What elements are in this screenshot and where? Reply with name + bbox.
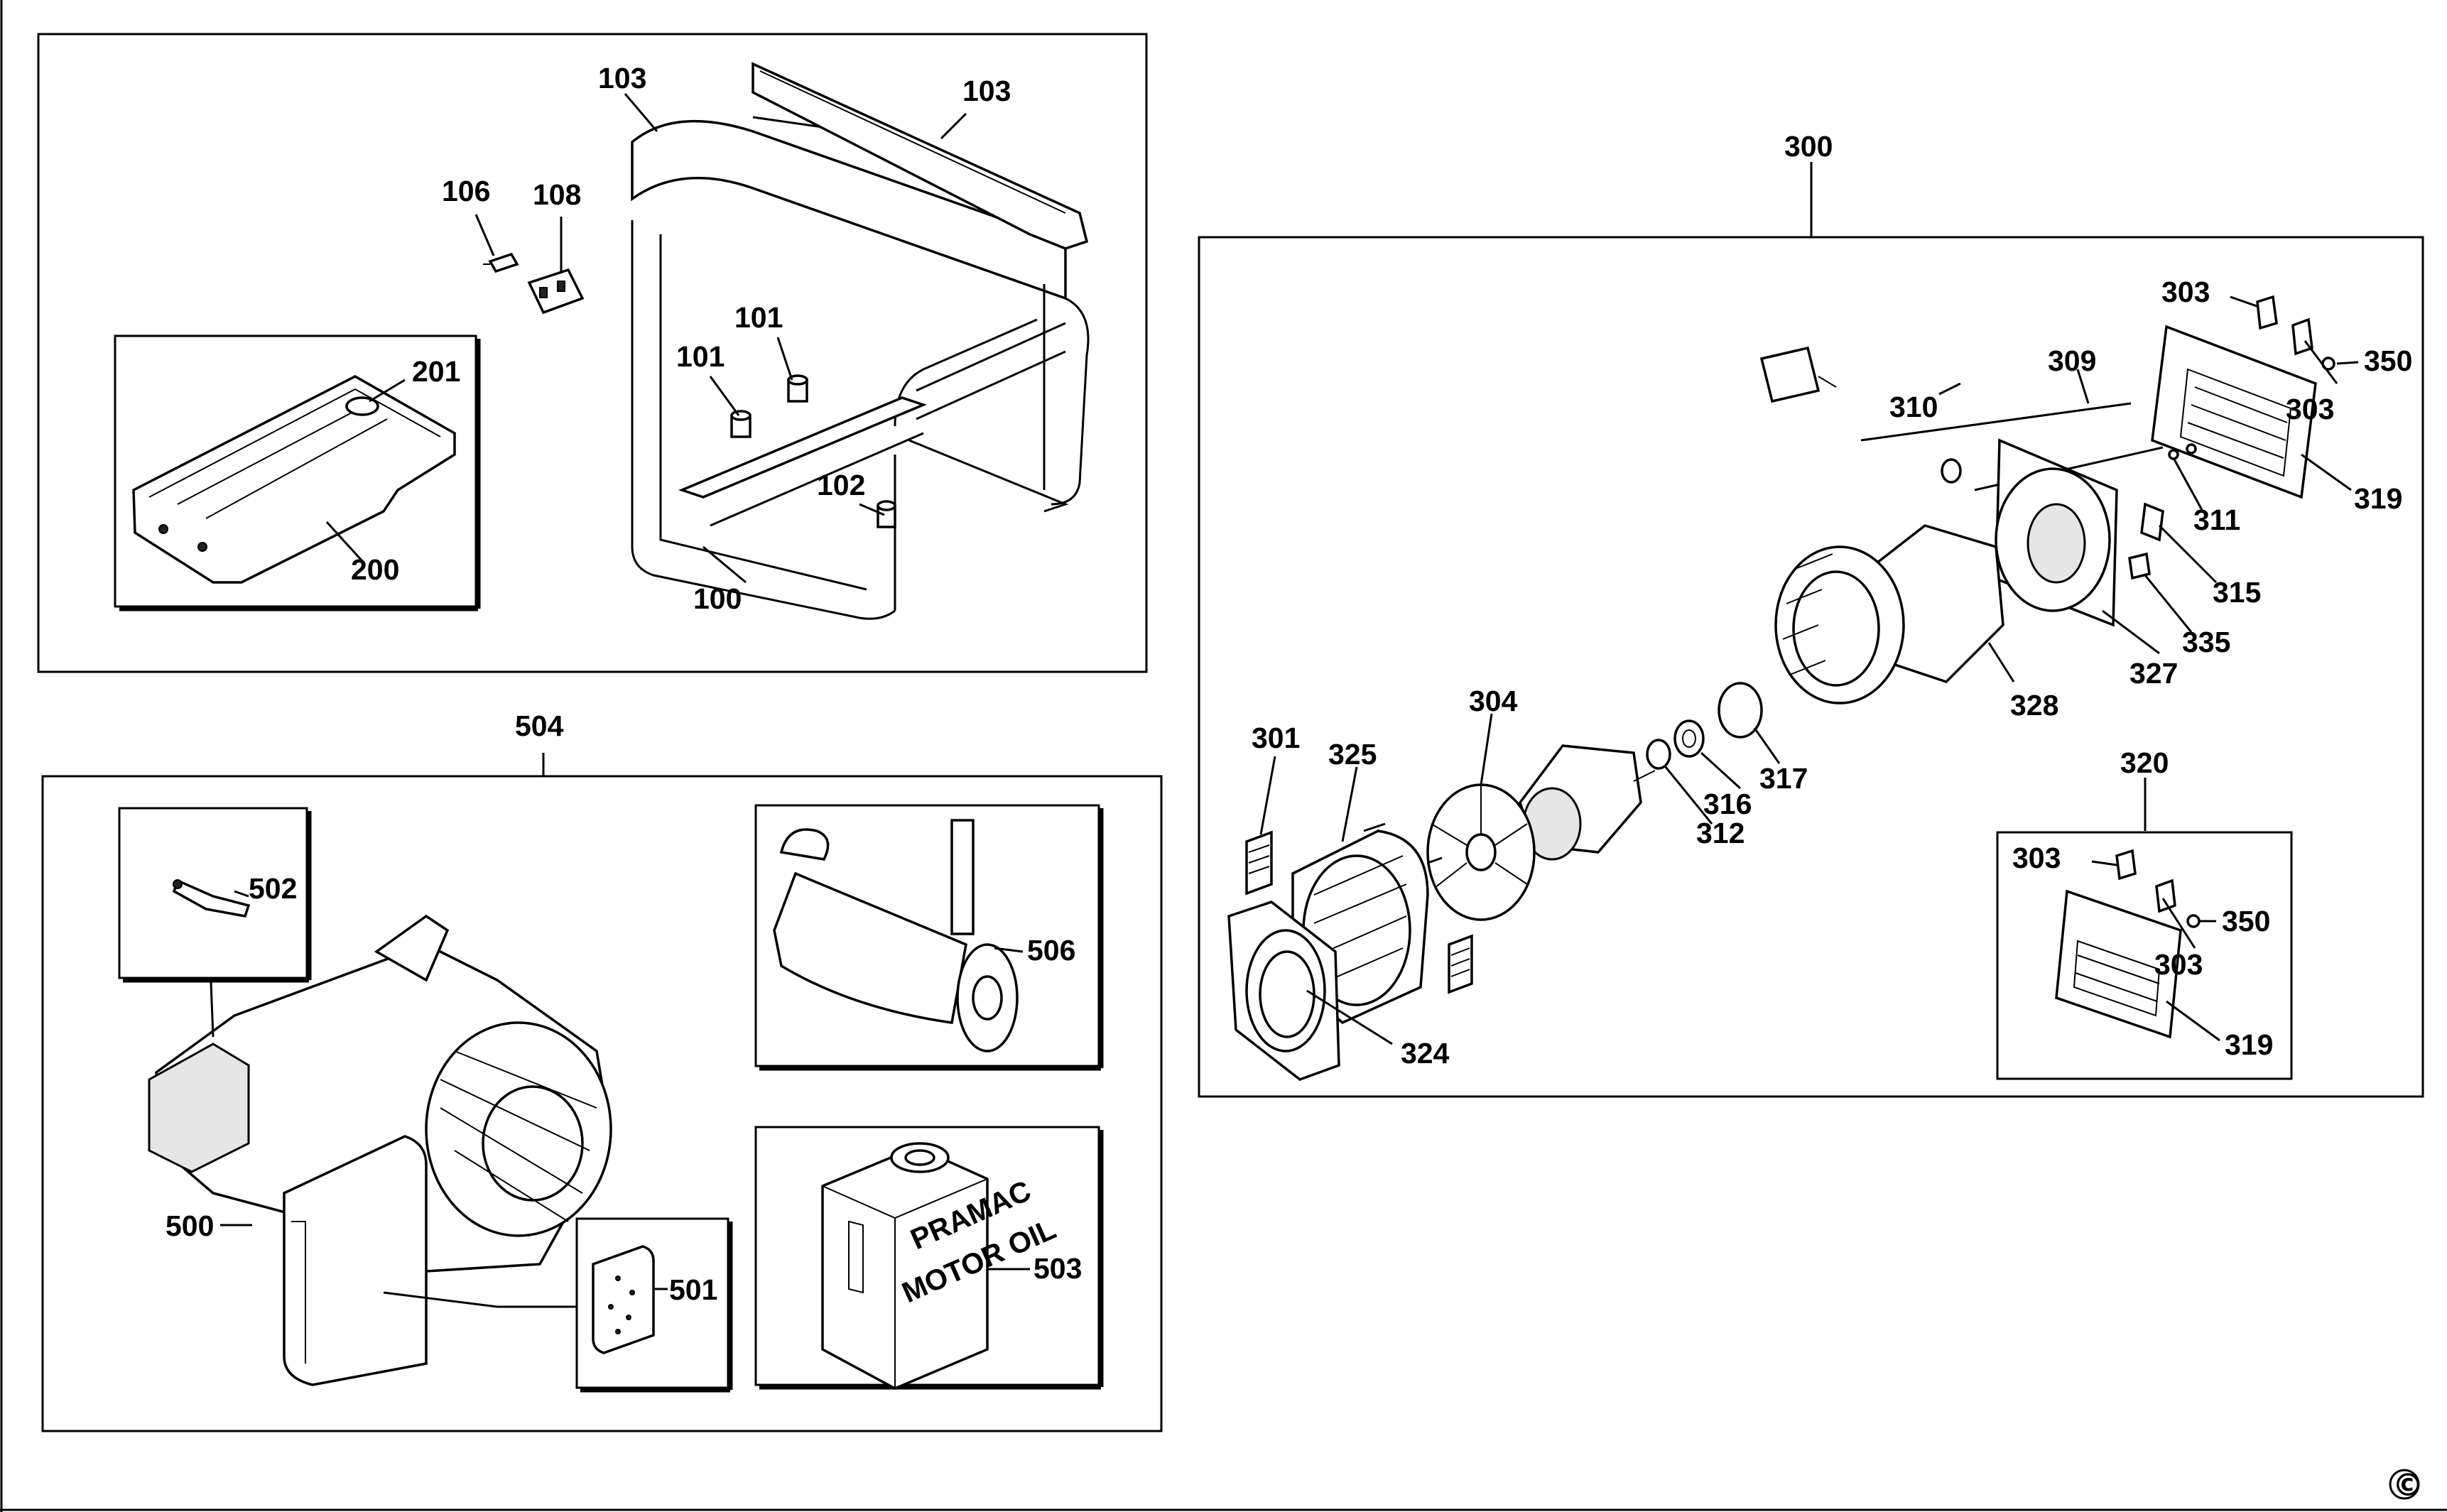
spark-plug-part [172, 879, 251, 918]
engine-group-box [41, 775, 1163, 1432]
air-filter-box [575, 1217, 733, 1393]
grille-301-b [1448, 934, 1473, 994]
label-303-c: 303 [2012, 842, 2061, 874]
label-200: 200 [351, 553, 399, 586]
label-312: 312 [1696, 817, 1745, 849]
label-500: 500 [166, 1209, 214, 1242]
mount-101-left [730, 410, 752, 438]
label-319-a: 319 [2354, 482, 2402, 515]
label-310: 310 [1889, 391, 1938, 423]
cap-part [1941, 458, 1962, 484]
spark-plug-box [118, 807, 312, 983]
clip-317 [1718, 682, 1763, 739]
muffler-part [773, 819, 1019, 1053]
label-335: 335 [2182, 626, 2230, 658]
end-bracket-327 [1995, 438, 2118, 627]
label-315: 315 [2213, 576, 2261, 609]
label-303-b: 303 [2286, 393, 2334, 425]
label-316: 316 [1703, 788, 1752, 820]
muffler-box [754, 804, 1104, 1071]
knob-303-d [2155, 879, 2176, 913]
frame-cover-part-103 [752, 62, 1089, 250]
engine-part [148, 914, 612, 1386]
label-101-a: 101 [676, 340, 725, 373]
label-300: 300 [1784, 130, 1833, 163]
label-304: 304 [1469, 685, 1518, 717]
washer-311 [2168, 449, 2179, 460]
diode-335 [2128, 552, 2151, 580]
copyright-mark: © [2392, 1467, 2424, 1503]
label-108: 108 [533, 178, 581, 211]
label-350-b: 350 [2222, 905, 2270, 937]
label-301: 301 [1252, 722, 1300, 754]
part-108-drawing [527, 268, 585, 315]
alternator-group-box [1198, 236, 2424, 1098]
subgroup-320-box [1996, 831, 2293, 1080]
label-503: 503 [1033, 1252, 1082, 1285]
fuel-tank-part [132, 375, 456, 584]
label-350-a: 350 [2364, 344, 2412, 377]
label-328: 328 [2010, 689, 2058, 722]
avr-310-part [1759, 346, 1837, 403]
knob-303-b [2291, 317, 2313, 356]
leaders-frame-group [325, 93, 967, 584]
washer-311b [2186, 443, 2197, 455]
label-320: 320 [2120, 746, 2169, 779]
washer-312 [1646, 739, 1671, 770]
label-325: 325 [1328, 738, 1377, 771]
bearing-316 [1673, 719, 1705, 758]
frame-group-box [37, 33, 1148, 673]
label-506: 506 [1027, 934, 1075, 967]
grille-301-a [1245, 830, 1273, 896]
stud-309-part [1860, 402, 2132, 442]
mount-102 [877, 500, 896, 528]
label-501: 501 [669, 1273, 717, 1306]
frame-part-100 [631, 116, 1090, 620]
nut-350-b [2186, 914, 2201, 928]
fan-304 [1426, 783, 1536, 921]
label-317: 317 [1759, 762, 1808, 795]
screw-small [1363, 822, 1443, 864]
label-101-b: 101 [734, 301, 783, 334]
label-327: 327 [2129, 657, 2178, 690]
knob-303-a [2256, 295, 2278, 330]
knob-303-c [2115, 849, 2137, 881]
label-102: 102 [817, 469, 865, 501]
air-filter-element-part [592, 1245, 655, 1354]
end-cover-319-top [2151, 325, 2317, 499]
mount-101-right [787, 374, 808, 403]
end-cover-319-boxed [2055, 889, 2182, 1039]
stator-328 [1774, 524, 2004, 705]
oil-can-part [821, 1142, 989, 1390]
label-311: 311 [2193, 504, 2240, 536]
oil-can-box [754, 1126, 1104, 1390]
label-324: 324 [1401, 1037, 1450, 1070]
label-303-d: 303 [2154, 948, 2203, 981]
label-106: 106 [442, 175, 490, 207]
copyright-circle [2389, 1469, 2420, 1500]
label-309: 309 [2048, 344, 2096, 377]
rotor-part [1519, 744, 1656, 861]
label-103-a: 103 [598, 62, 646, 94]
label-100: 100 [693, 582, 742, 615]
label-201: 201 [412, 355, 460, 388]
brush-holder-315 [2140, 502, 2164, 542]
label-103-b: 103 [962, 75, 1011, 107]
label-319-b: 319 [2225, 1028, 2273, 1061]
label-504: 504 [515, 709, 564, 742]
flange-324 [1227, 901, 1340, 1081]
leaders-alternator-group [1259, 295, 2359, 1045]
fuel-tank-box [114, 335, 481, 611]
leaders-engine-group [210, 890, 1030, 1308]
label-303-a: 303 [2161, 276, 2210, 308]
part-106-drawing [483, 252, 519, 273]
label-502: 502 [249, 872, 297, 905]
